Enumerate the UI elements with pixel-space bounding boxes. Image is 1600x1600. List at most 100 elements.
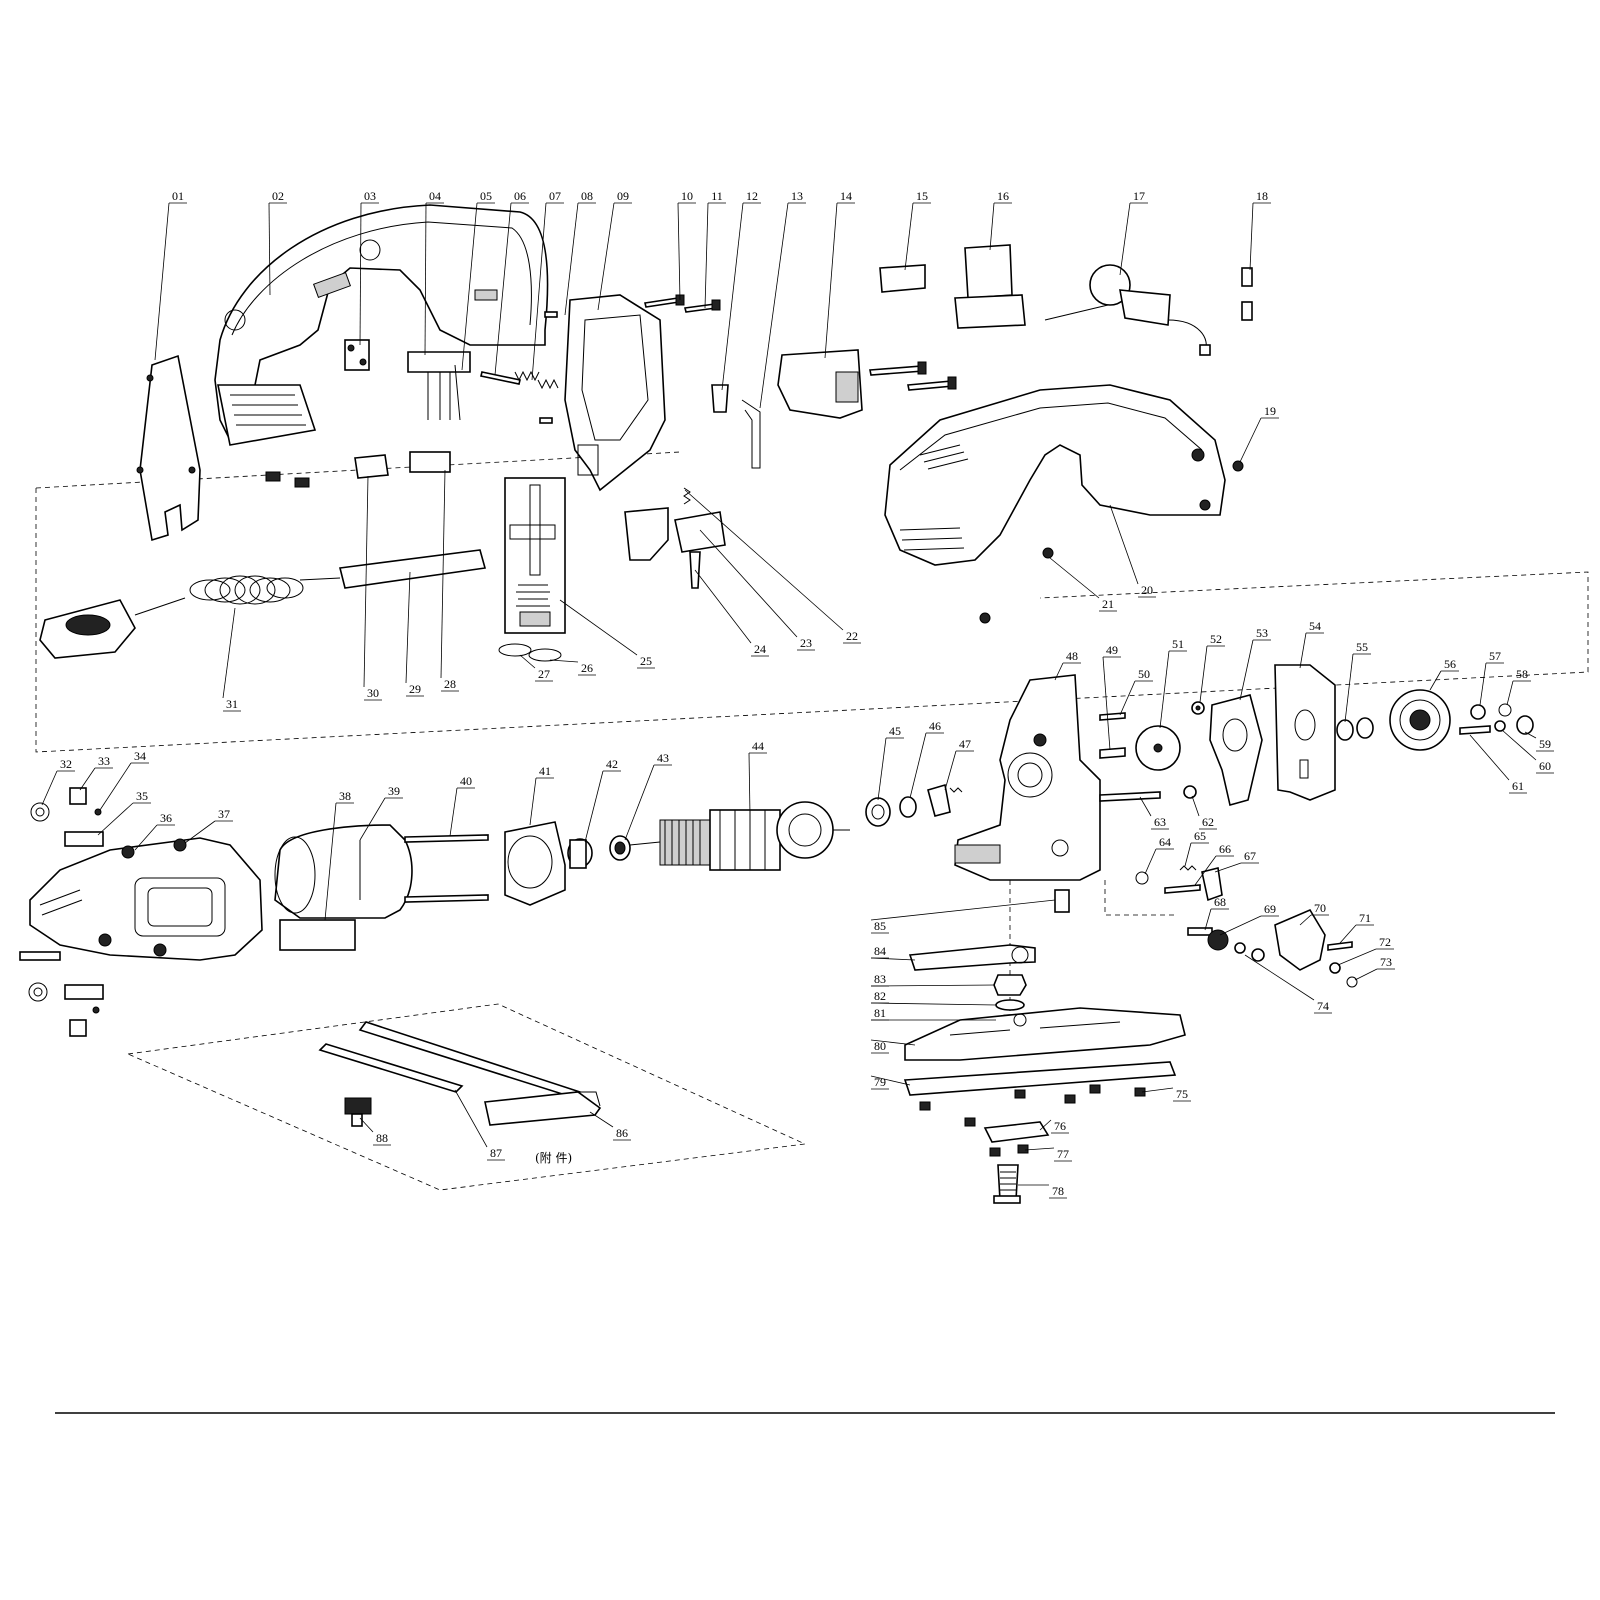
screws-near-30 bbox=[265, 471, 310, 488]
lower-brush-set bbox=[28, 982, 104, 1037]
leader-line-56 bbox=[1429, 670, 1442, 691]
leader-line-37 bbox=[184, 820, 216, 844]
part-17-speed-control bbox=[1044, 264, 1211, 356]
part-54-guide-plate bbox=[1274, 664, 1336, 801]
leader-line-06 bbox=[494, 202, 512, 376]
part-label-28: 28 bbox=[444, 677, 456, 691]
part-23-knob bbox=[674, 511, 726, 553]
leader-line-62 bbox=[1191, 795, 1200, 817]
leader-line-51 bbox=[1159, 650, 1170, 729]
part-label-54: 54 bbox=[1309, 619, 1321, 633]
part-84-saw-blade bbox=[908, 944, 1036, 971]
leader-line-07 bbox=[531, 202, 547, 381]
part-85-blade-clamp-pin bbox=[1054, 889, 1070, 913]
part-72-washer bbox=[1329, 962, 1341, 974]
part-21-screw bbox=[979, 547, 1054, 624]
part-29-cord-guard bbox=[299, 549, 487, 589]
leader-line-14 bbox=[824, 202, 838, 359]
leader-line-32 bbox=[41, 770, 58, 806]
part-label-76: 76 bbox=[1054, 1119, 1066, 1133]
part-label-63: 63 bbox=[1154, 815, 1166, 829]
part-64-clip bbox=[1135, 871, 1149, 885]
part-label-39: 39 bbox=[388, 784, 400, 798]
part-label-52: 52 bbox=[1210, 632, 1222, 646]
part-label-22: 22 bbox=[846, 629, 858, 643]
leader-line-22 bbox=[684, 489, 844, 631]
part-label-80: 80 bbox=[874, 1039, 886, 1053]
leader-line-48 bbox=[1054, 662, 1064, 681]
part-04-guide-block bbox=[407, 351, 471, 420]
part-19-screw bbox=[1232, 460, 1244, 472]
part-label-10: 10 bbox=[681, 189, 693, 203]
part-35-brush-holder bbox=[64, 831, 104, 847]
part-label-49: 49 bbox=[1106, 643, 1118, 657]
part-14-switch-cover bbox=[777, 349, 957, 419]
leader-line-20 bbox=[1109, 504, 1139, 585]
part-12-sleeve bbox=[711, 384, 729, 413]
leader-line-05 bbox=[461, 202, 478, 371]
part-label-74: 74 bbox=[1317, 999, 1329, 1013]
accessory-note: (附 件) bbox=[535, 1151, 572, 1165]
part-label-19: 19 bbox=[1264, 404, 1276, 418]
part-44-armature bbox=[629, 801, 850, 871]
part-08-pin bbox=[539, 311, 558, 424]
part-label-15: 15 bbox=[916, 189, 928, 203]
part-48-gear-housing bbox=[954, 674, 1101, 881]
leader-line-28 bbox=[440, 469, 446, 679]
leader-line-43 bbox=[624, 764, 655, 841]
part-label-51: 51 bbox=[1172, 637, 1184, 651]
part-87-hex-key bbox=[318, 1043, 464, 1093]
part-label-17: 17 bbox=[1133, 189, 1145, 203]
part-67-lever bbox=[1201, 867, 1223, 902]
part-label-40: 40 bbox=[460, 774, 472, 788]
part-label-82: 82 bbox=[874, 989, 886, 1003]
part-78-bolt bbox=[993, 1164, 1021, 1204]
leader-line-76 bbox=[1039, 1119, 1052, 1131]
leader-line-01 bbox=[154, 202, 170, 361]
part-50-pin bbox=[1099, 712, 1126, 721]
part-83-nut bbox=[993, 974, 1027, 996]
leader-line-59 bbox=[1524, 731, 1537, 739]
leader-line-10 bbox=[677, 202, 681, 301]
part-label-50: 50 bbox=[1138, 667, 1150, 681]
part-05-guide-rod bbox=[454, 364, 461, 421]
part-label-21: 21 bbox=[1102, 597, 1114, 611]
part-59-bushing bbox=[1516, 715, 1534, 735]
part-label-30: 30 bbox=[367, 686, 379, 700]
leader-line-49 bbox=[1102, 656, 1111, 751]
part-label-33: 33 bbox=[98, 754, 110, 768]
part-60-washer bbox=[1494, 720, 1506, 732]
leader-line-73 bbox=[1354, 968, 1378, 981]
leader-line-60 bbox=[1501, 729, 1537, 761]
part-label-56: 56 bbox=[1444, 657, 1456, 671]
part-47-pinion bbox=[927, 783, 963, 817]
part-label-46: 46 bbox=[929, 719, 941, 733]
leader-line-35 bbox=[97, 802, 134, 836]
part-79-base-cover bbox=[903, 1061, 1177, 1096]
part-32-brush-spring bbox=[30, 802, 50, 822]
part-label-03: 03 bbox=[364, 189, 376, 203]
part-40-long-screws bbox=[404, 834, 489, 903]
part-61-pin bbox=[1459, 725, 1491, 735]
part-label-85: 85 bbox=[874, 919, 886, 933]
leader-line-39 bbox=[359, 797, 386, 841]
leader-line-72 bbox=[1337, 948, 1377, 966]
leader-line-23 bbox=[699, 529, 798, 638]
leader-line-41 bbox=[529, 777, 537, 826]
part-label-05: 05 bbox=[480, 189, 492, 203]
part-label-77: 77 bbox=[1057, 1147, 1069, 1161]
part-55-bushing bbox=[1336, 717, 1374, 741]
part-label-08: 08 bbox=[581, 189, 593, 203]
leader-line-17 bbox=[1119, 202, 1131, 276]
part-label-02: 02 bbox=[272, 189, 284, 203]
part-label-88: 88 bbox=[376, 1131, 388, 1145]
part-34-screw bbox=[94, 808, 102, 816]
part-label-69: 69 bbox=[1264, 902, 1276, 916]
part-18-terminals bbox=[1241, 267, 1253, 321]
accessory-group-boundary bbox=[126, 1003, 807, 1191]
part-30-plate bbox=[354, 454, 389, 479]
part-42-bearing-sleeve bbox=[567, 838, 593, 869]
part-label-44: 44 bbox=[752, 739, 764, 753]
upper-group-boundary bbox=[35, 451, 1589, 753]
leader-line-31 bbox=[222, 607, 236, 699]
